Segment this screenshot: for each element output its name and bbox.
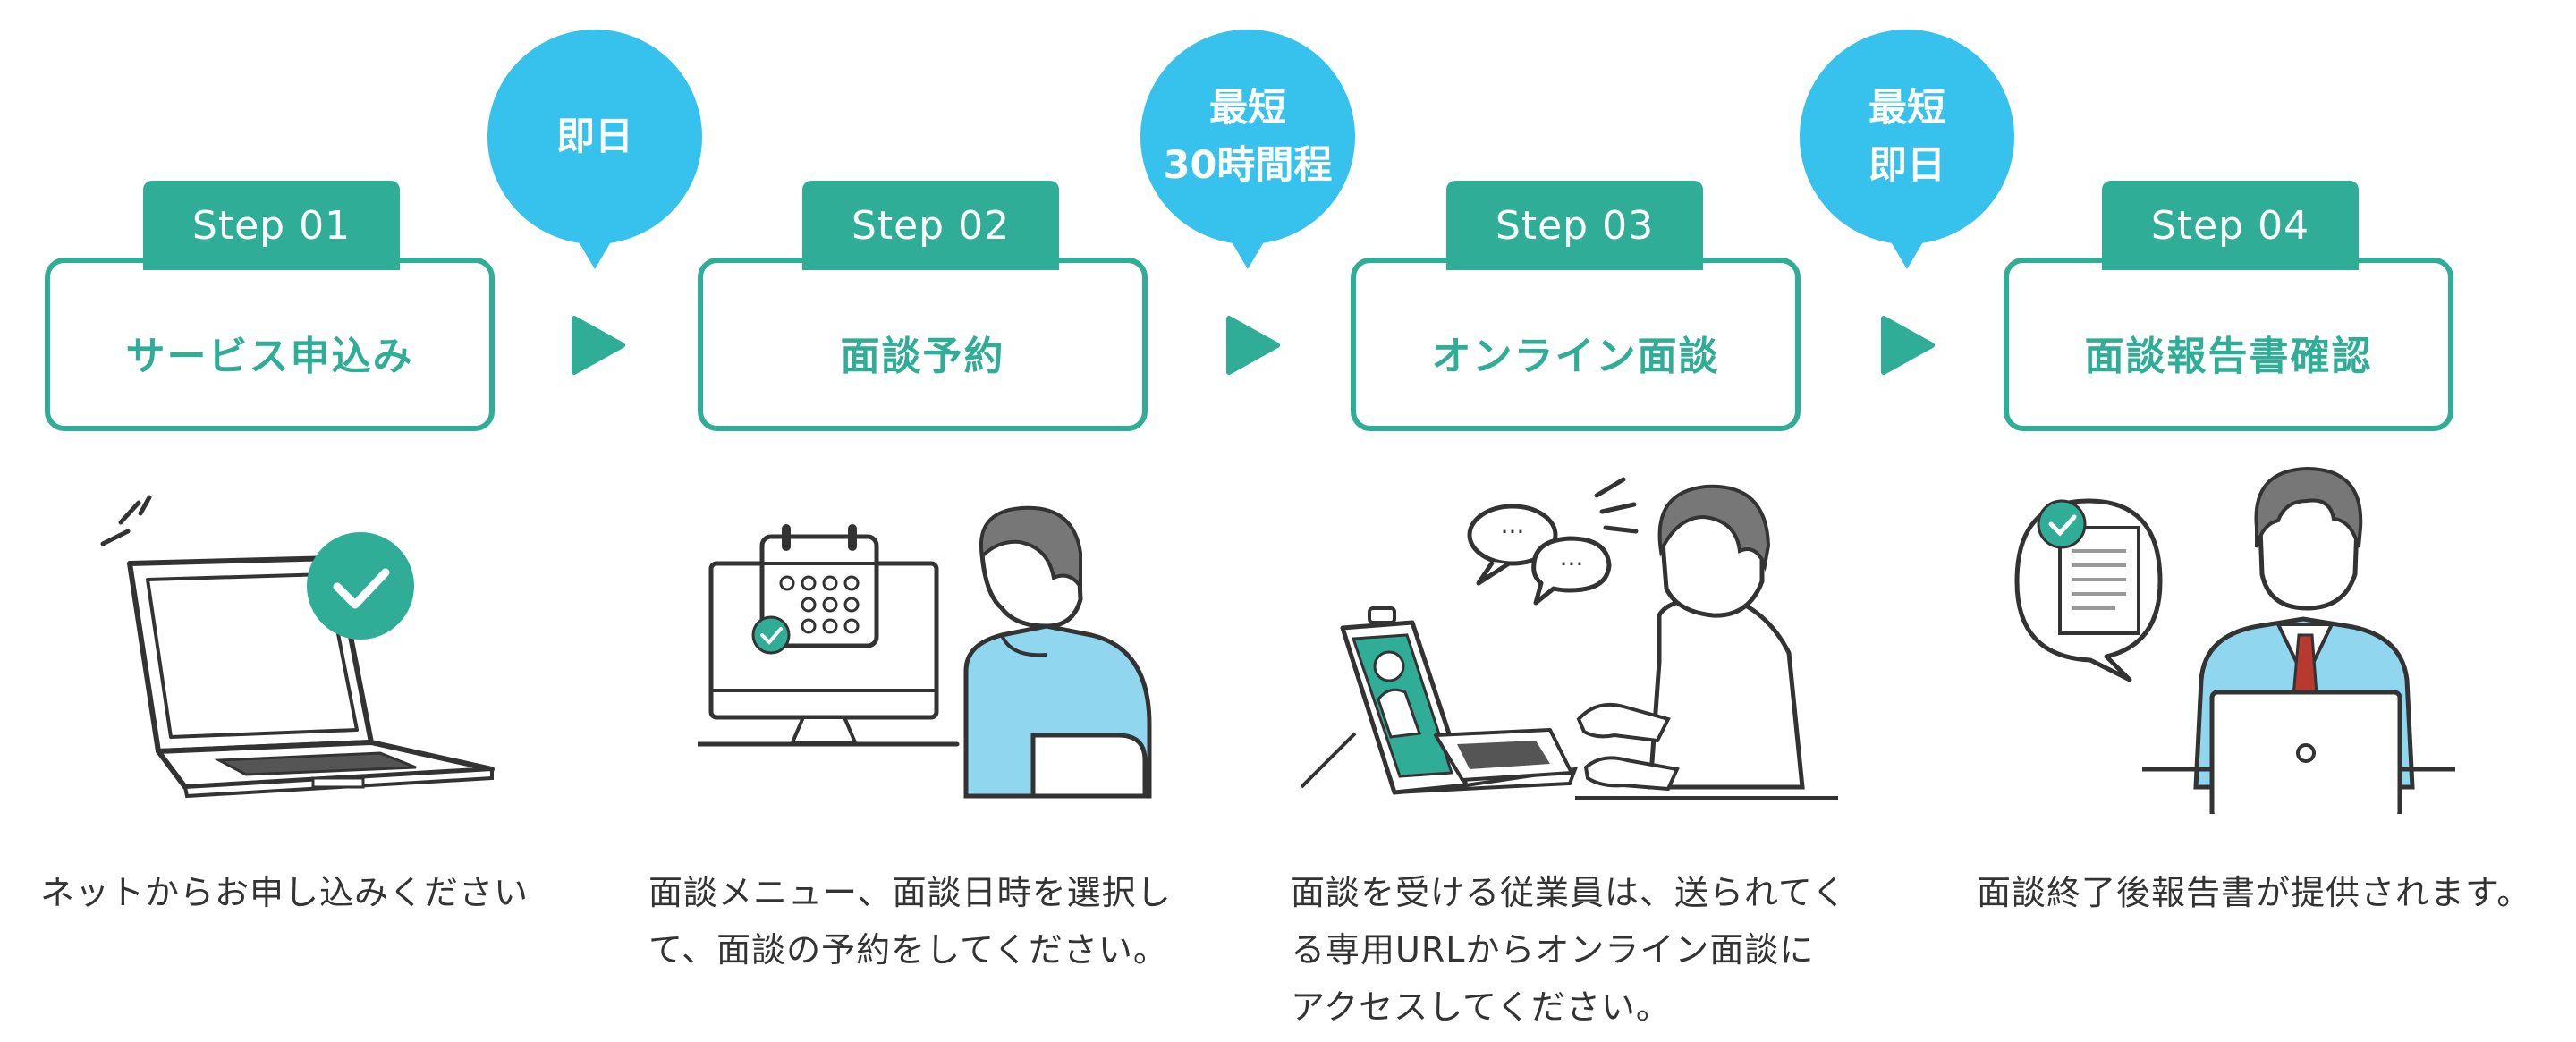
svg-text:···: ··· <box>1560 549 1584 579</box>
step-04-tab: Step 04 <box>2102 181 2359 270</box>
report-review-icon <box>2014 466 2455 814</box>
play-arrow-icon <box>1226 316 1280 375</box>
timing-3-line-2: 即日 <box>1868 143 1945 188</box>
step-02-tab: Step 02 <box>802 181 1059 270</box>
timing-3-line-1: 最短 <box>1868 86 1945 131</box>
step-03-caption-line-2: る専用URLからオンライン面談に <box>1291 930 1815 970</box>
step-03-tab: Step 03 <box>1446 181 1703 270</box>
calendar-booking-icon <box>698 505 1152 799</box>
step-02-caption-line-1: 面談メニュー、面談日時を選択し <box>648 873 1172 912</box>
step-04-caption-line-1: 面談終了後報告書が提供されます。 <box>1977 873 2532 912</box>
step-03-box: オンライン面談 <box>1351 258 1801 431</box>
step-04-title: 面談報告書確認 <box>2084 334 2373 379</box>
step-01-caption: ネットからお申し込みください <box>40 864 529 921</box>
step-02-caption: 面談メニュー、面談日時を選択し て、面談の予約をしてください。 <box>648 864 1172 978</box>
step-04-caption: 面談終了後報告書が提供されます。 <box>1977 864 2531 921</box>
step-01-title: サービス申込み <box>125 334 414 379</box>
step-01-tab: Step 01 <box>143 181 400 270</box>
timing-bubble-1: 即日 <box>487 30 702 269</box>
timing-1-line-1: 即日 <box>556 114 633 159</box>
step-03-caption: 面談を受ける従業員は、送られてく る専用URLからオンライン面談に アクセスして… <box>1291 864 1847 1036</box>
timing-bubble-2: 最短 30時間程 <box>1140 30 1355 269</box>
step-02-caption-line-2: て、面談の予約をしてください。 <box>648 930 1168 970</box>
timing-2-line-1: 最短 <box>1209 86 1286 131</box>
svg-text:···: ··· <box>1501 517 1525 546</box>
step-04-box: 面談報告書確認 <box>2004 258 2453 431</box>
laptop-check-icon <box>100 495 495 799</box>
step-02-box: 面談予約 <box>698 258 1148 431</box>
online-interview-icon: ··· ··· <box>1301 477 1838 800</box>
timing-bubble-3: 最短 即日 <box>1800 30 2014 269</box>
step-01-caption-line-1: ネットからお申し込みください <box>40 873 530 912</box>
step-03-caption-line-1: 面談を受ける従業員は、送られてく <box>1291 873 1847 912</box>
timing-2-line-2: 30時間程 <box>1163 143 1333 188</box>
step-01-box: サービス申込み <box>45 258 495 431</box>
play-arrow-icon <box>1881 316 1935 375</box>
step-03-title: オンライン面談 <box>1431 334 1720 379</box>
step-02-title: 面談予約 <box>840 334 1005 379</box>
play-arrow-icon <box>572 316 625 375</box>
step-03-caption-line-3: アクセスしてください。 <box>1291 987 1671 1027</box>
